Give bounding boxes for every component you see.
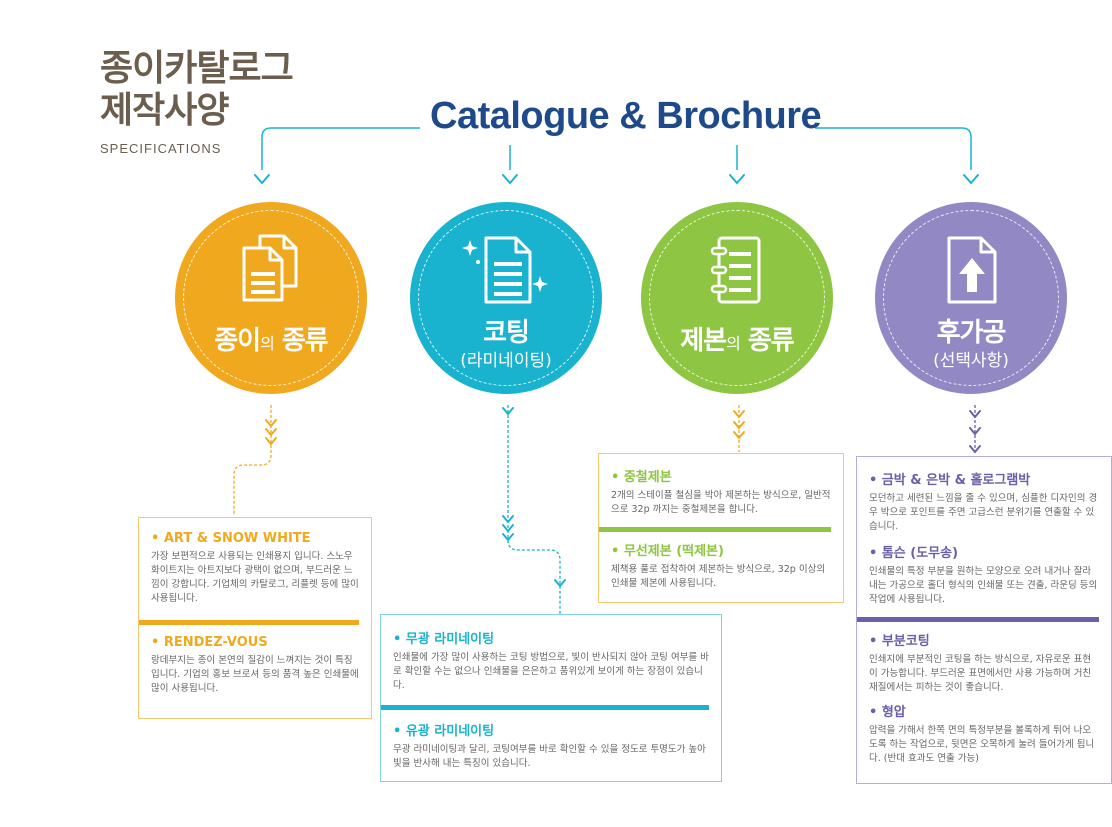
main-title: Catalogue & Brochure: [430, 95, 822, 137]
item-description: 무광 라미네이팅과 달리, 코팅여부를 바로 확인할 수 있을 정도로 투명도가…: [393, 744, 706, 769]
dashed-ring: [418, 210, 594, 386]
paper-connector: [233, 405, 272, 516]
finishing-circle: 후가공 (선택사항): [875, 202, 1067, 394]
notebook-icon: [707, 232, 767, 312]
page-title-line2: 제작사양: [100, 90, 229, 131]
finishing-box: • 금박 & 은박 & 홀로그램박 모던하고 세련된 느낌을 줄 수 있으며, …: [856, 456, 1112, 784]
coating-circle: 코팅 (라미네이팅): [410, 202, 602, 394]
page-subtitle: SPECIFICATIONS: [100, 141, 222, 156]
item-title: • 형압: [869, 705, 906, 720]
bracket-left-line: [261, 127, 420, 170]
label-main: 제본: [680, 326, 727, 356]
bracket-right-line: [815, 127, 972, 170]
dashed-ring: [883, 210, 1059, 386]
finishing-arrowheads: [969, 410, 981, 454]
finishing-sublabel: (선택사항): [933, 351, 1009, 371]
item-title: • RENDEZ-VOUS: [151, 635, 268, 650]
finishing-label: 후가공: [936, 318, 1007, 348]
item-description: 인쇄물의 특정 부분을 원하는 모양으로 오려 내거나 잘라내는 가공으로 홀더…: [869, 566, 1098, 605]
item-description: 인쇄지에 부분적인 코팅을 하는 방식으로, 자유로운 표현이 가능합니다. 부…: [869, 654, 1092, 693]
item-title: • 무광 라미네이팅: [393, 632, 495, 647]
divider-bar: [381, 705, 709, 710]
dashed-ring: [183, 210, 359, 386]
documents-icon: [236, 232, 306, 308]
binding-type-circle: 제본의 종류: [641, 202, 833, 394]
item-description: 모던하고 세련된 느낌을 줄 수 있으며, 심플한 디자인의 경우 박으로 포인…: [869, 493, 1098, 532]
divider-bar: [139, 620, 359, 625]
divider-bar: [599, 527, 831, 532]
label-main: 종이: [214, 326, 261, 356]
top-arrowheads: [254, 174, 979, 185]
coating-sublabel: (라미네이팅): [460, 351, 552, 371]
sparkle-document-icon: [458, 232, 554, 312]
label-main: 종류: [739, 326, 795, 356]
coating-arrowheads: [502, 407, 566, 588]
item-title: • 무선제본 (떡제본): [611, 544, 724, 559]
label-particle: 의: [726, 334, 741, 353]
item-title: • 금박 & 은박 & 홀로그램박: [869, 473, 1031, 488]
item-title: • ART & SNOW WHITE: [151, 531, 311, 546]
paper-arrowheads: [265, 419, 277, 446]
divider-bar: [857, 617, 1099, 622]
binding-type-box: • 중철제본 2개의 스테이플 철심을 박아 제본하는 방식으로, 일반적으로 …: [598, 453, 844, 603]
upload-document-icon: [939, 232, 1003, 312]
binding-arrowheads: [733, 410, 745, 440]
binding-type-label: 제본의 종류: [641, 320, 833, 357]
item-title: • 부분코팅: [869, 634, 930, 649]
item-title: • 톰슨 (도무송): [869, 546, 959, 561]
paper-type-circle: 종이의 종류: [175, 202, 367, 394]
label-particle: 의: [260, 334, 275, 353]
item-description: 2개의 스테이플 철심을 박아 제본하는 방식으로, 일반적으로 32p 까지는…: [611, 490, 831, 515]
page-title-line1: 종이카탈로그: [100, 48, 294, 89]
item-title: • 중철제본: [611, 470, 672, 485]
item-description: 가장 보편적으로 사용되는 인쇄용지 입니다. 스노우화이트지는 아트지보다 광…: [151, 551, 359, 604]
item-description: 인쇄물에 가장 많이 사용하는 코팅 방법으로, 빛이 반사되지 않아 코팅 여…: [393, 652, 709, 691]
dashed-ring: [649, 210, 825, 386]
item-description: 제책용 풀로 접착하여 제본하는 방식으로, 32p 이상의 인쇄물 제본에 사…: [611, 564, 826, 589]
item-description: 압력을 가해서 한쪽 면의 특정부분을 볼록하게 튀어 나오도록 하는 작업으로…: [869, 725, 1095, 764]
coating-box: • 무광 라미네이팅 인쇄물에 가장 많이 사용하는 코팅 방법으로, 빛이 반…: [380, 614, 722, 782]
item-title: • 유광 라미네이팅: [393, 724, 495, 739]
page-title: 종이카탈로그 제작사양: [100, 48, 294, 132]
paper-type-box: • ART & SNOW WHITE 가장 보편적으로 사용되는 인쇄용지 입니…: [138, 517, 372, 719]
item-description: 랑데부지는 종이 본연의 질감이 느껴지는 것이 특징입니다. 기업의 홍보 브…: [151, 655, 359, 694]
coating-label: 코팅: [483, 318, 530, 348]
coating-connector: [507, 405, 561, 614]
label-main: 종류: [273, 326, 329, 356]
paper-type-label: 종이의 종류: [175, 320, 367, 357]
